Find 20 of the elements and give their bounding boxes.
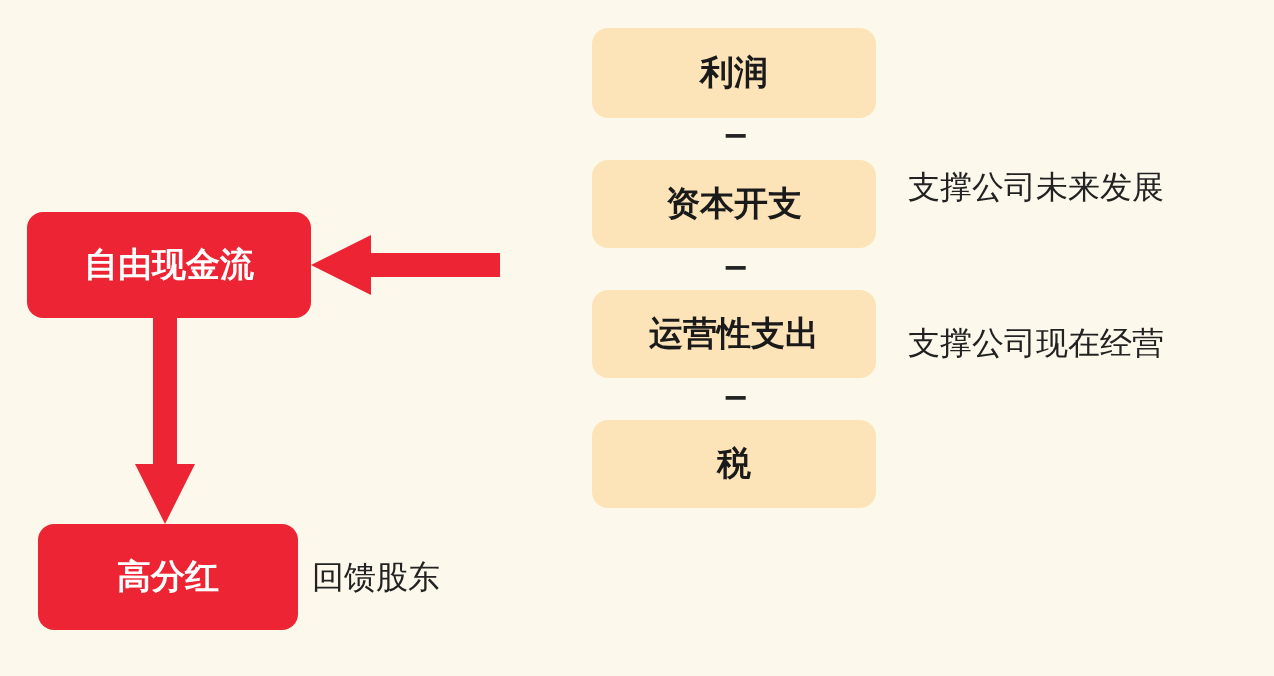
side-note: 支撑公司现在经营 xyxy=(908,323,1164,364)
item-box xyxy=(592,420,876,508)
minus-sign: − xyxy=(722,378,750,416)
item-box xyxy=(592,290,876,378)
item-box xyxy=(592,28,876,118)
node-label: 高分红 xyxy=(117,555,219,598)
arrow xyxy=(311,235,500,295)
node-label: 利润 xyxy=(700,51,768,94)
result-box xyxy=(27,212,311,318)
item-box xyxy=(592,160,876,248)
side-note: 回馈股东 xyxy=(312,557,440,598)
node-label: 资本开支 xyxy=(666,182,802,225)
side-note: 支撑公司未来发展 xyxy=(908,167,1164,208)
node-label: 税 xyxy=(717,442,751,485)
minus-sign: − xyxy=(722,248,750,286)
minus-sign: − xyxy=(722,116,750,154)
node-label: 运营性支出 xyxy=(649,312,819,355)
node-label: 自由现金流 xyxy=(84,243,254,286)
arrow xyxy=(135,318,195,524)
result-box xyxy=(38,524,298,630)
